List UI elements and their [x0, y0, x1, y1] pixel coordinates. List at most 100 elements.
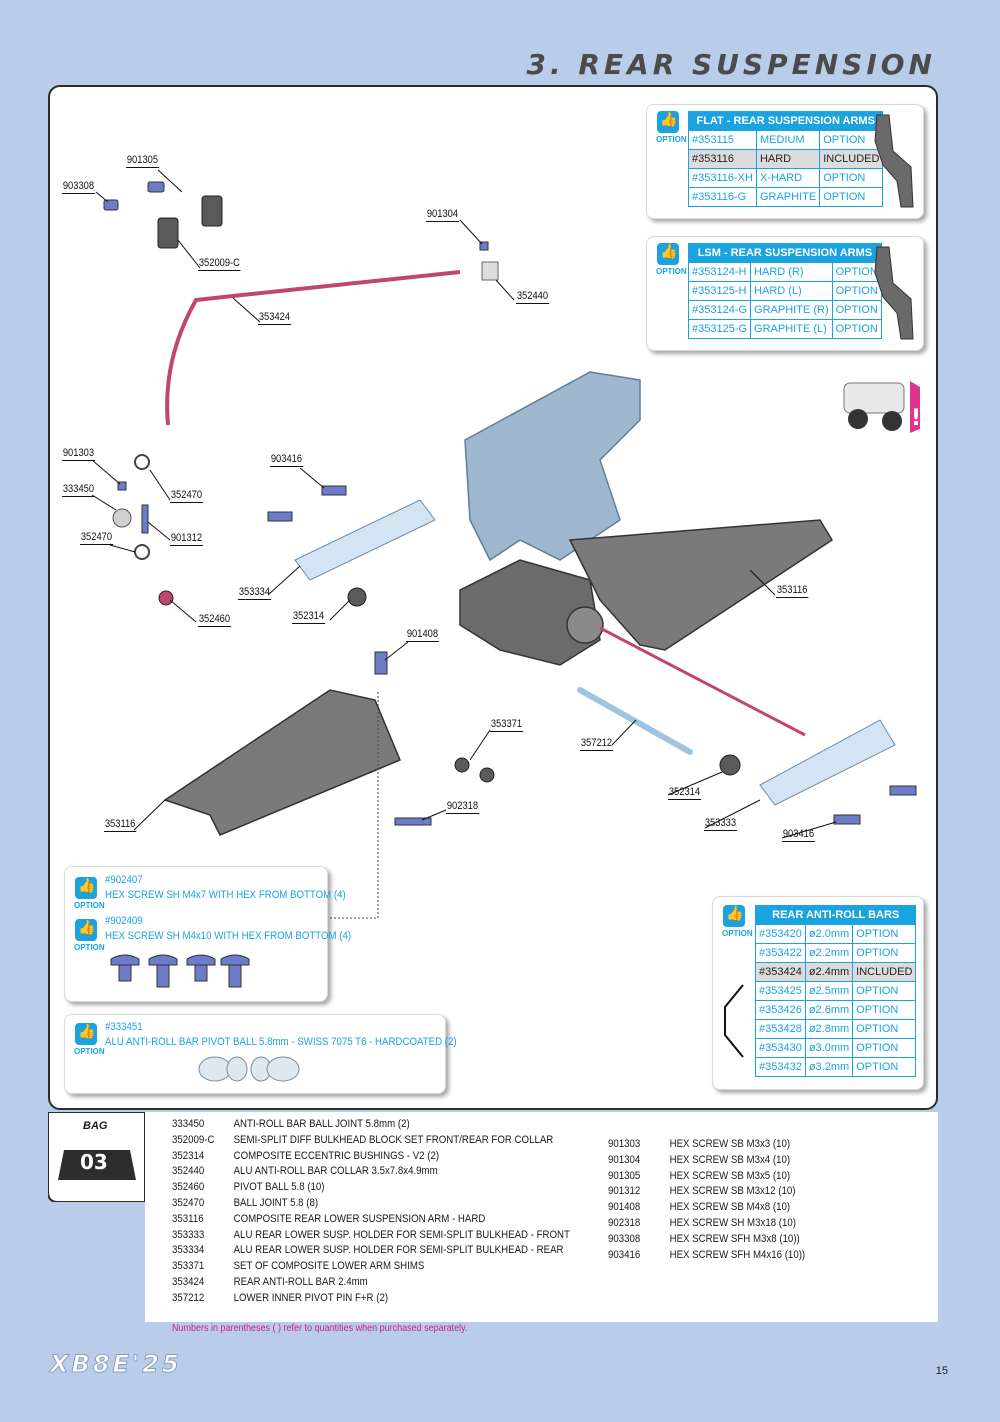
flat-table-header: FLAT - REAR SUSPENSION ARMS	[687, 111, 884, 131]
part-code: 903416	[608, 1248, 641, 1261]
anti-roll-bar-image	[724, 984, 744, 1058]
part-label: 903416	[782, 828, 815, 842]
part-label: 903308	[62, 180, 95, 194]
part-code: 357212	[172, 1291, 205, 1304]
part-label: 352460	[198, 613, 231, 627]
flat-arms-option-box: OPTION FLAT - REAR SUSPENSION ARMS #3531…	[646, 104, 924, 219]
option-label: OPTION	[74, 901, 105, 910]
thumbs-up-icon	[657, 111, 679, 133]
part-description: PIVOT BALL 5.8 (10)	[233, 1181, 325, 1194]
part-description: ALU REAR LOWER SUSP. HOLDER FOR SEMI-SPL…	[233, 1228, 570, 1241]
option-label: OPTION	[74, 943, 105, 952]
car-thumbnail-image: !	[843, 381, 921, 433]
part-code: 353116	[172, 1212, 204, 1225]
option-description: ALU ANTI-ROLL BAR PIVOT BALL 5.8mm - SWI…	[105, 1036, 457, 1048]
screw-options-box: OPTION #902407 HEX SCREW SH M4x7 WITH HE…	[64, 866, 351, 1002]
part-row: 901312 HEX SCREW SB M3x12 (10)	[608, 1184, 805, 1200]
suspension-arm-image	[874, 114, 914, 208]
part-code: 353333	[172, 1228, 205, 1241]
option-code: #333451	[105, 1021, 143, 1033]
part-label: 902318	[446, 800, 479, 814]
option-code: #902407	[105, 874, 143, 886]
part-label: 353371	[490, 718, 523, 732]
part-code: 353371	[172, 1260, 205, 1273]
page-title: 3. REAR SUSPENSION	[526, 48, 936, 81]
part-code: 903308	[608, 1232, 641, 1245]
part-description: HEX SCREW SB M3x12 (10)	[669, 1185, 796, 1198]
part-description: BALL JOINT 5.8 (8)	[233, 1196, 319, 1209]
part-label: 352009-C	[198, 257, 241, 271]
pivot-ball-illustration	[158, 590, 174, 606]
part-description: COMPOSITE ECCENTRIC BUSHINGS - V2 (2)	[233, 1149, 440, 1162]
part-description: HEX SCREW SFH M4x16 (10))	[669, 1248, 806, 1261]
part-code: 901304	[608, 1153, 641, 1166]
bag-number: 03	[80, 1150, 108, 1174]
thumbs-up-icon	[75, 877, 97, 899]
anti-roll-table-header: REAR ANTI-ROLL BARS	[754, 905, 917, 925]
option-label: OPTION	[722, 929, 753, 938]
part-code: 352440	[172, 1165, 205, 1178]
option-label: OPTION	[656, 135, 687, 144]
ball-joint-illustration	[112, 508, 132, 528]
option-code: #902409	[105, 915, 143, 927]
hex-screw-images	[110, 954, 250, 988]
part-label: 353116	[104, 818, 137, 832]
eccentric-bushing-illustration	[719, 754, 741, 776]
lsm-table-header: LSM - REAR SUSPENSION ARMS	[688, 243, 882, 263]
part-code: 901312	[608, 1185, 641, 1198]
screw-illustration	[374, 651, 388, 675]
part-label: 353334	[238, 586, 271, 600]
part-description: HEX SCREW SB M4x8 (10)	[669, 1201, 791, 1214]
svg-text:!: !	[911, 406, 921, 431]
part-label: 901305	[126, 154, 159, 168]
screw-illustration	[833, 814, 861, 825]
part-label: 333450	[62, 483, 95, 497]
part-description: HEX SCREW SB M3x3 (10)	[669, 1138, 791, 1150]
part-row: 901408 HEX SCREW SB M4x8 (10)	[608, 1200, 805, 1216]
part-label: 901312	[170, 532, 203, 546]
screw-illustration	[321, 485, 347, 496]
part-code: 353334	[172, 1244, 205, 1257]
screw-illustration	[394, 817, 432, 826]
part-label: 901304	[426, 208, 459, 222]
pivot-ball-images	[198, 1056, 300, 1082]
thumbs-up-icon	[75, 919, 97, 941]
rear-holder-illustration	[294, 499, 436, 581]
anti-roll-collar-illustration	[481, 261, 499, 281]
top-plate-illustration	[464, 371, 641, 562]
part-description: HEX SCREW SH M3x18 (10)	[669, 1216, 797, 1229]
footnote: Numbers in parentheses ( ) refer to quan…	[172, 1323, 468, 1334]
thumbs-up-icon	[75, 1023, 97, 1045]
screw-illustration	[889, 785, 917, 796]
option-description: HEX SCREW SH M4x10 WITH HEX FROM BOTTOM …	[105, 930, 352, 942]
part-label: 901303	[62, 447, 95, 461]
thumbs-up-icon	[723, 905, 745, 927]
part-description: HEX SCREW SB M3x4 (10)	[669, 1153, 791, 1166]
part-code: 901408	[608, 1201, 641, 1214]
part-code: 333450	[172, 1118, 205, 1130]
